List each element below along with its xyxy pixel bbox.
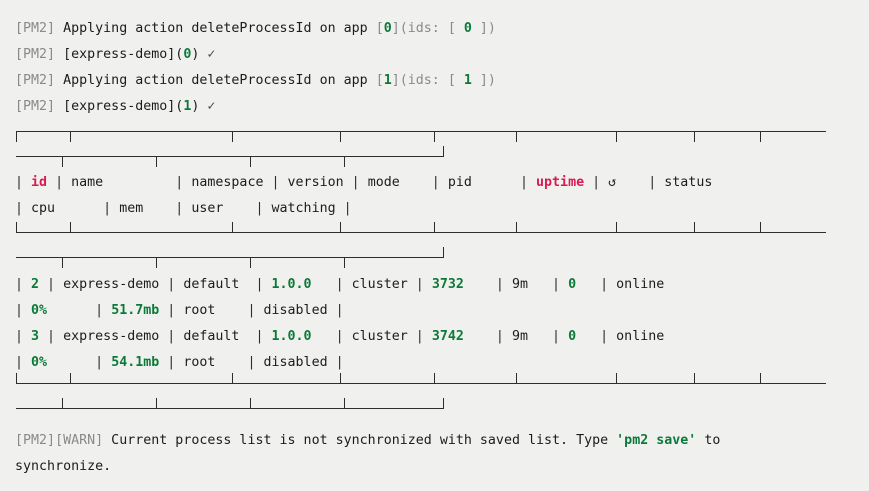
process-id: 1 (463, 73, 472, 88)
bracket-open: [ (375, 21, 384, 36)
log-tail: ]) (471, 21, 496, 36)
cell-uptime: 9m (511, 329, 528, 344)
warning-text-continued: synchronize. (15, 459, 112, 474)
check-icon: ✓ (207, 99, 216, 114)
column-header-version[interactable]: version (287, 175, 344, 190)
restart-count-icon[interactable]: ↺ (608, 175, 617, 190)
process-id: 0 (463, 21, 472, 36)
column-header-mode[interactable]: mode (367, 175, 400, 190)
warning-line-2: synchronize. (15, 454, 111, 480)
column-header-pid[interactable]: pid (447, 175, 472, 190)
cell-user: root (183, 355, 216, 370)
cell-cpu: 0% (31, 355, 48, 370)
column-header-uptime[interactable]: uptime (536, 175, 585, 190)
cell-watching: disabled (263, 303, 328, 318)
column-header-name[interactable]: name (71, 175, 104, 190)
table-row-wrapped[interactable]: | 0% | 54.1mb | root | disabled | (15, 355, 344, 370)
column-header-user[interactable]: user (191, 201, 224, 216)
pm2-prefix: [PM2] (15, 73, 56, 88)
column-header-namespace[interactable]: namespace (191, 175, 264, 190)
cell-user: root (183, 303, 216, 318)
column-header-cpu[interactable]: cpu (31, 201, 56, 216)
log-text: [express-demo]( (55, 47, 184, 62)
warning-text-tail: to (696, 433, 721, 448)
cell-cpu: 0% (31, 303, 48, 318)
table-row[interactable]: | 2 | express-demo | default | 1.0.0 | c… (15, 277, 665, 292)
cell-name: express-demo (63, 277, 160, 292)
cell-restarts: 0 (568, 277, 577, 292)
save-command: 'pm2 save' (616, 433, 697, 448)
log-tail: ]) (471, 73, 496, 88)
log-line-3: [PM2] Applying action deleteProcessId on… (15, 68, 496, 94)
warning-text: Current process list is not synchronized… (103, 433, 617, 448)
bracket-close: ](ids: [ (391, 73, 464, 88)
pm2-prefix: [PM2] (15, 47, 56, 62)
log-line-2: [PM2] [express-demo](0) ✓ (15, 42, 215, 68)
log-line-1: [PM2] Applying action deleteProcessId on… (15, 16, 496, 42)
column-header-status[interactable]: status (664, 175, 713, 190)
bracket-close: ](ids: [ (391, 21, 464, 36)
log-line-4: [PM2] [express-demo](1) ✓ (15, 94, 215, 120)
app-index: 1 (383, 73, 392, 88)
table-header-row-2: | cpu | mem | user | watching | (15, 201, 352, 216)
cell-status: online (616, 329, 665, 344)
cell-pid: 3732 (431, 277, 464, 292)
pm2-prefix: [PM2] (15, 21, 56, 36)
cell-uptime: 9m (511, 277, 528, 292)
cell-mode: cluster (351, 277, 408, 292)
cell-id: 3 (31, 329, 40, 344)
cell-restarts: 0 (568, 329, 577, 344)
app-index: 1 (183, 99, 192, 114)
log-text: [express-demo]( (55, 99, 184, 114)
cell-version: 1.0.0 (271, 277, 312, 292)
app-index: 0 (383, 21, 392, 36)
pm2-prefix: [PM2] (15, 99, 56, 114)
pm2-prefix: [PM2] (15, 433, 56, 448)
warn-badge: [WARN] (55, 433, 104, 448)
log-tail: ) (191, 99, 208, 114)
cell-name: express-demo (63, 329, 160, 344)
log-tail: ) (191, 47, 208, 62)
cell-id: 2 (31, 277, 40, 292)
log-text: Applying action deleteProcessId on app (55, 73, 376, 88)
cell-status: online (616, 277, 665, 292)
table-header-row-1: | id | name | namespace | version | mode… (15, 175, 713, 190)
cell-mode: cluster (351, 329, 408, 344)
cell-mem: 51.7mb (111, 303, 160, 318)
cell-watching: disabled (263, 355, 328, 370)
table-row[interactable]: | 3 | express-demo | default | 1.0.0 | c… (15, 329, 665, 344)
column-header-watching[interactable]: watching (271, 201, 336, 216)
column-header-id[interactable]: id (31, 175, 48, 190)
warning-line-1: [PM2][WARN] Current process list is not … (15, 428, 720, 454)
app-index: 0 (183, 47, 192, 62)
cell-mem: 54.1mb (111, 355, 160, 370)
cell-pid: 3742 (431, 329, 464, 344)
check-icon: ✓ (207, 47, 216, 62)
cell-namespace: default (183, 329, 240, 344)
column-header-mem[interactable]: mem (119, 201, 144, 216)
bracket-open: [ (375, 73, 384, 88)
cell-namespace: default (183, 277, 240, 292)
table-row-wrapped[interactable]: | 0% | 51.7mb | root | disabled | (15, 303, 344, 318)
log-text: Applying action deleteProcessId on app (55, 21, 376, 36)
cell-version: 1.0.0 (271, 329, 312, 344)
